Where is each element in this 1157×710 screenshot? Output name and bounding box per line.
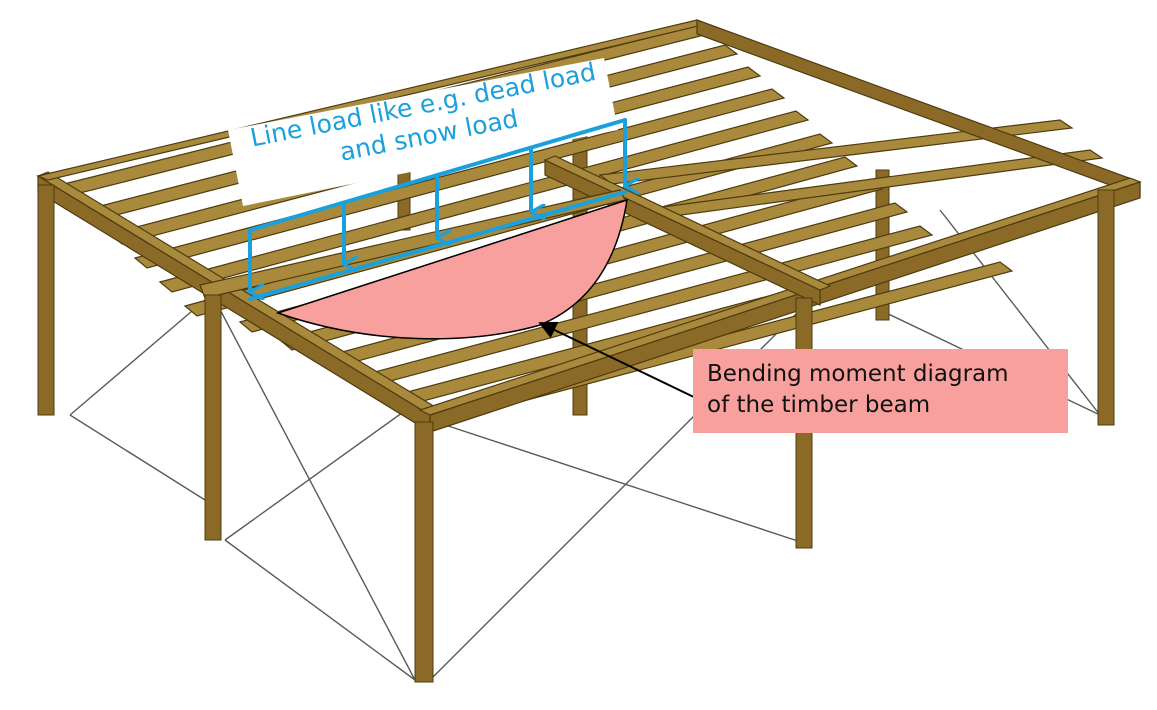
bracing-cables — [69, 209, 1101, 681]
main-girders — [36, 19, 1142, 434]
line-load — [248, 118, 625, 301]
bending-moment-label-line2: of the timber beam — [707, 392, 931, 418]
bending-moment-label-line1: Bending moment diagram — [707, 361, 1009, 387]
load-label-background — [228, 58, 618, 206]
bending-moment-label: Bending moment diagram of the timber bea… — [693, 349, 1068, 433]
leader-arrow — [538, 321, 701, 401]
